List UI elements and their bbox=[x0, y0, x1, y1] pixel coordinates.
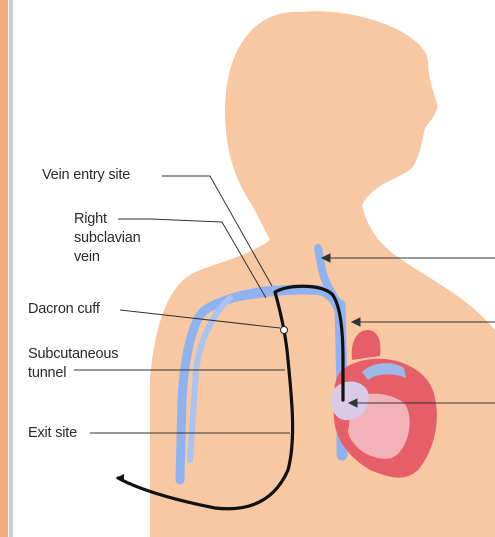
subcutaneous-tunnel-label: Subcutaneous tunnel bbox=[28, 345, 118, 383]
dacron-cuff-label: Dacron cuff bbox=[28, 300, 100, 319]
right-subclavian-vein-label: Right subclavian vein bbox=[74, 210, 141, 267]
dacron-cuff-marker bbox=[281, 327, 288, 334]
vein-entry-site-label: Vein entry site bbox=[42, 166, 130, 185]
right-subclavian-line3: vein bbox=[74, 248, 141, 267]
right-subclavian-line2: subclavian bbox=[74, 229, 141, 248]
subcutaneous-line1: Subcutaneous bbox=[28, 345, 118, 364]
exit-site-label: Exit site bbox=[28, 424, 77, 443]
right-subclavian-line1: Right bbox=[74, 210, 141, 229]
subcutaneous-line2: tunnel bbox=[28, 364, 118, 383]
